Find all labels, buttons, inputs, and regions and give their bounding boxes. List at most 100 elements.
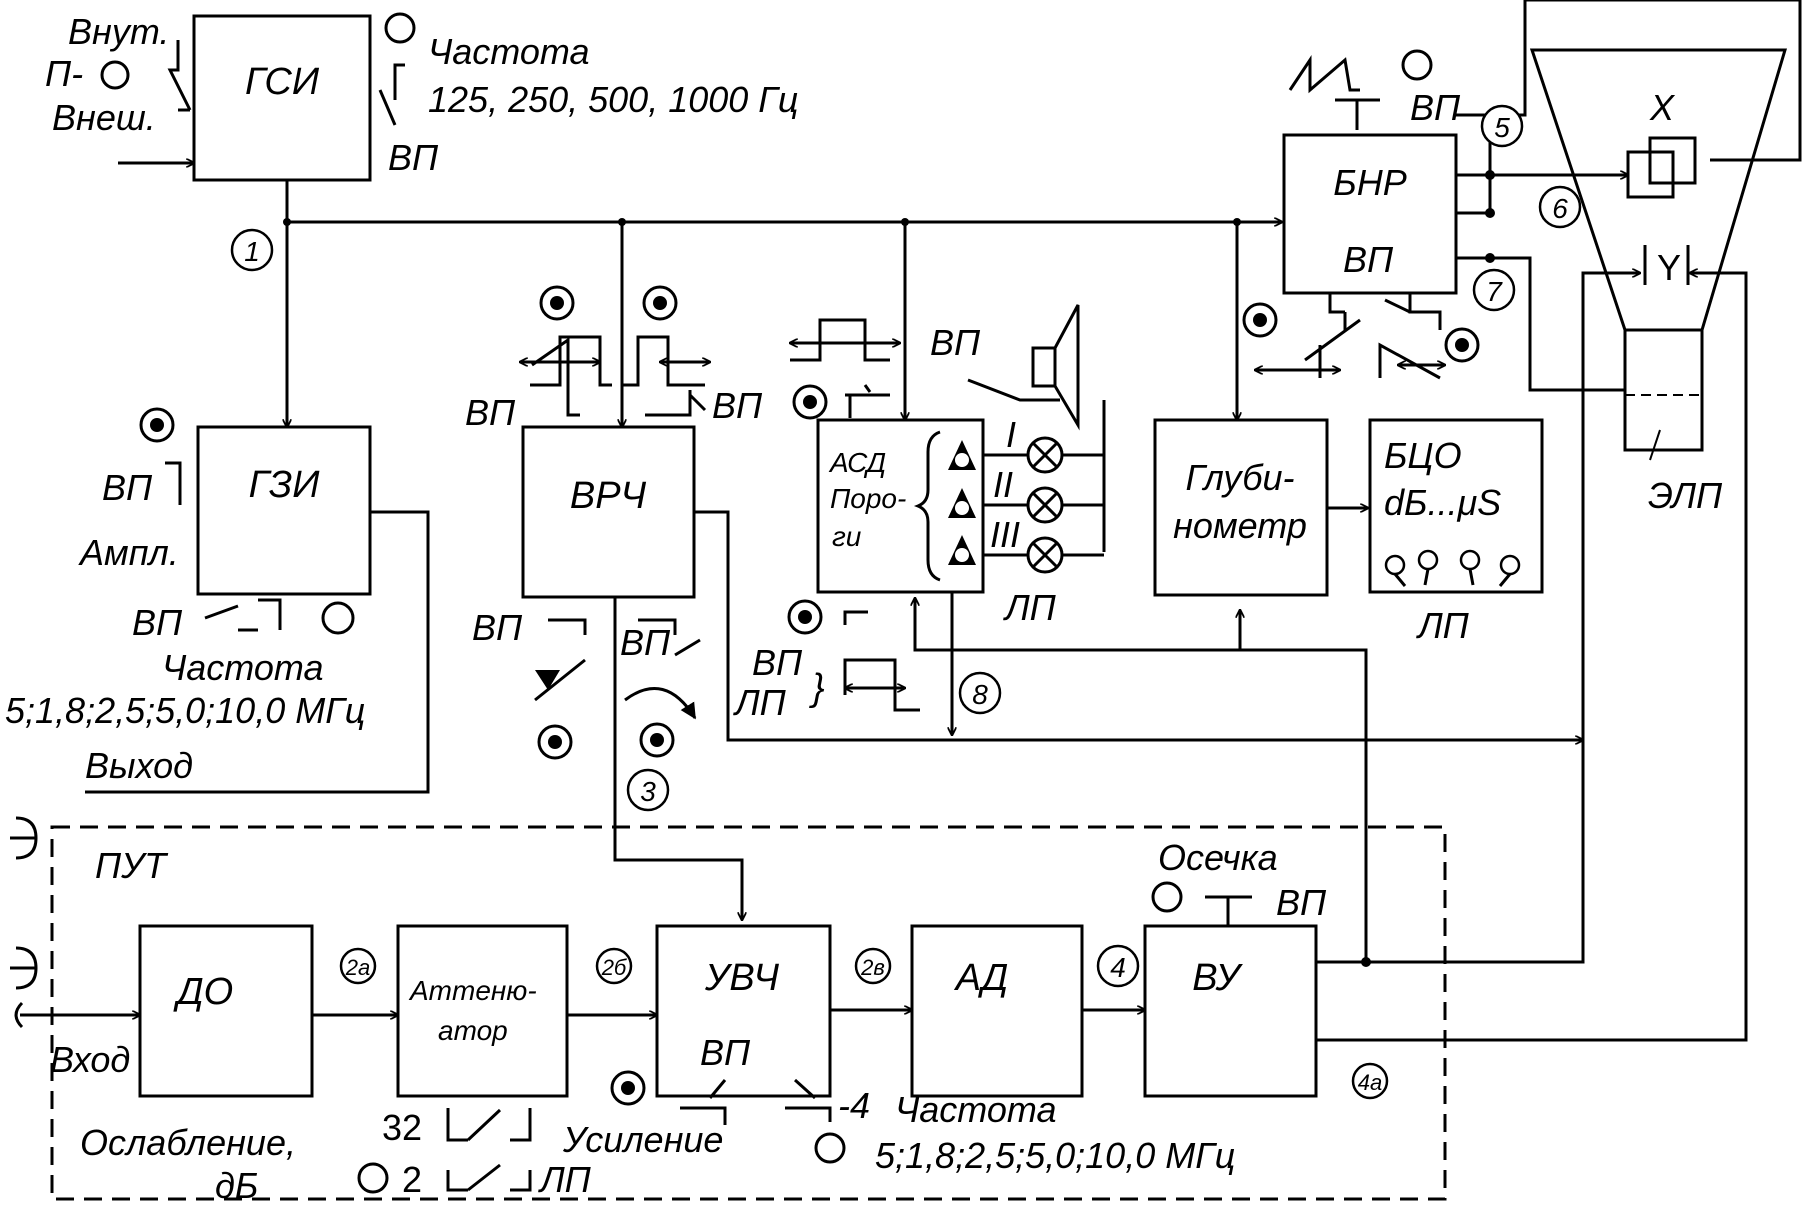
osechka-label: Осечка: [1158, 837, 1278, 878]
bco-knobs: [1384, 549, 1521, 587]
node-4a: 4а: [1351, 1062, 1389, 1100]
svg-text:2в: 2в: [860, 955, 885, 980]
node-7: 7: [1472, 268, 1516, 312]
gsi-source-switch[interactable]: [100, 40, 192, 112]
put-label: ПУТ: [95, 845, 169, 886]
gzi-amplitude-knob[interactable]: [139, 407, 182, 505]
label-p: П-: [45, 53, 83, 94]
uvch-freq-values: 5;1,8;2,5;5,0;10,0 МГц: [875, 1135, 1235, 1176]
node-4: 4: [1096, 944, 1140, 988]
text-labels: Внут. П- Внеш. Частота 125, 250, 500, 10…: [5, 11, 1470, 1206]
asd-vp-label: ВП: [930, 322, 981, 363]
put-frame: [50, 825, 1447, 1201]
lamp-label-1: I: [1006, 414, 1016, 455]
connector-terminal-input: [14, 1001, 24, 1029]
block-bco: БЦО dБ...μS: [1368, 418, 1544, 594]
vrch-knob-bottom-left[interactable]: [534, 618, 587, 760]
vrch-knob-bottom-right[interactable]: [624, 618, 701, 758]
uvch-freq-title: Частота: [895, 1089, 1056, 1130]
block-bnr: БНР ВП: [1282, 133, 1458, 295]
elp-label: ЭЛП: [1648, 475, 1723, 516]
gsi-vp-label: ВП: [388, 137, 439, 178]
vrch-knob-right[interactable]: [622, 285, 710, 417]
attenuator-switch-32[interactable]: [446, 1108, 532, 1142]
svg-text:8: 8: [972, 679, 988, 710]
svg-text:4: 4: [1110, 952, 1126, 983]
frequency-knob-uvch[interactable]: [785, 1078, 846, 1164]
vrch-vp-left: ВП: [465, 392, 516, 433]
osechka-knob[interactable]: [1151, 881, 1252, 928]
node-8: 8: [958, 671, 1002, 715]
bnr-vp-label: ВП: [1343, 239, 1394, 280]
att-lp-label: ЛП: [538, 1159, 592, 1200]
vrch-vp-bottom-left: ВП: [472, 607, 523, 648]
gzi-freq-title: Частота: [162, 647, 323, 688]
block-uvch: УВЧ ВП: [655, 924, 832, 1098]
asd-vp-bottom-label: ВП: [752, 642, 803, 683]
vrch-vp-bottom-right: ВП: [620, 622, 671, 663]
svg-text:2б: 2б: [601, 955, 628, 980]
gsi-freq-title: Частота: [428, 31, 589, 72]
input-label: Вход: [50, 1039, 130, 1080]
node-3: 3: [626, 768, 670, 812]
glub-label-1: Глуби-: [1186, 457, 1295, 498]
do-label: ДО: [173, 971, 233, 1013]
gain-knob[interactable]: [610, 1070, 727, 1125]
connector-terminal-mid: [10, 946, 38, 990]
junction-dots: [283, 170, 1495, 967]
gain-label: Усиление: [562, 1119, 723, 1160]
glub-label-2: нометр: [1173, 505, 1307, 546]
wiring: [20, 0, 1802, 1042]
att-32-label: 32: [382, 1107, 422, 1148]
lamp-icon: [1026, 536, 1064, 574]
gzi-vp-label-top: ВП: [102, 467, 153, 508]
node-2v: 2в: [854, 947, 892, 985]
asd-vp-knob[interactable]: [790, 318, 900, 420]
bnr-label: БНР: [1333, 162, 1406, 203]
node-5: 5: [1480, 104, 1524, 148]
bco-label-2: dБ...μS: [1384, 482, 1501, 523]
att-2-label: 2: [402, 1159, 422, 1200]
asd-lp-label: ЛП: [1003, 587, 1057, 628]
gzi-frequency-knob[interactable]: [204, 598, 355, 635]
bnr-knob-right[interactable]: [1378, 293, 1480, 380]
crt-elp: ЭЛП X Y: [1529, 48, 1788, 516]
threshold-triangles: [948, 440, 976, 565]
block-attenuator: Аттеню- атор: [396, 924, 569, 1098]
node-2a: 2а: [339, 947, 377, 985]
node-markers: 1 2а 2б 2в 3 4 4а 5 6 7 8: [230, 104, 1582, 1100]
gzi-output-label: Выход: [85, 745, 193, 786]
asd-label-3: ги: [832, 521, 862, 552]
attenuation-label-1: Ослабление,: [80, 1122, 296, 1163]
attenuation-label-2: дБ: [215, 1165, 258, 1206]
node-1: 1: [230, 228, 274, 272]
connector-terminal-top: [10, 816, 38, 860]
asd-lp-knob[interactable]: [787, 599, 920, 712]
x-plates-label: X: [1649, 87, 1676, 128]
vrch-vp-right: ВП: [712, 385, 763, 426]
bco-label-1: БЦО: [1384, 435, 1462, 476]
vrch-knob-left[interactable]: [520, 285, 612, 417]
att-label-1: Аттеню-: [408, 975, 537, 1006]
gsi-frequency-knob[interactable]: [378, 12, 416, 126]
bnr-knob-left[interactable]: [1242, 293, 1361, 378]
asd-label-2: Поро-: [830, 483, 906, 514]
controls: [10, 12, 1480, 1194]
attenuator-switch-2[interactable]: [357, 1162, 532, 1194]
gzi-label: ГЗИ: [249, 464, 321, 506]
lamp-label-2: II: [993, 464, 1013, 505]
bnr-knob-top[interactable]: [1288, 49, 1433, 130]
gain-minus4: -4: [838, 1085, 870, 1126]
node-2b: 2б: [595, 947, 633, 985]
block-do: ДО: [138, 924, 314, 1098]
gsi-label: ГСИ: [245, 61, 320, 103]
bnr-vp-top-label: ВП: [1410, 87, 1461, 128]
vu-label: ВУ: [1192, 957, 1243, 999]
att-label-2: атор: [438, 1015, 508, 1046]
lamp-icon: [1026, 436, 1064, 474]
block-gzi: ГЗИ: [196, 425, 372, 596]
node-6: 6: [1538, 185, 1582, 229]
ad-label: АД: [954, 957, 1009, 999]
svg-text:6: 6: [1552, 193, 1568, 224]
